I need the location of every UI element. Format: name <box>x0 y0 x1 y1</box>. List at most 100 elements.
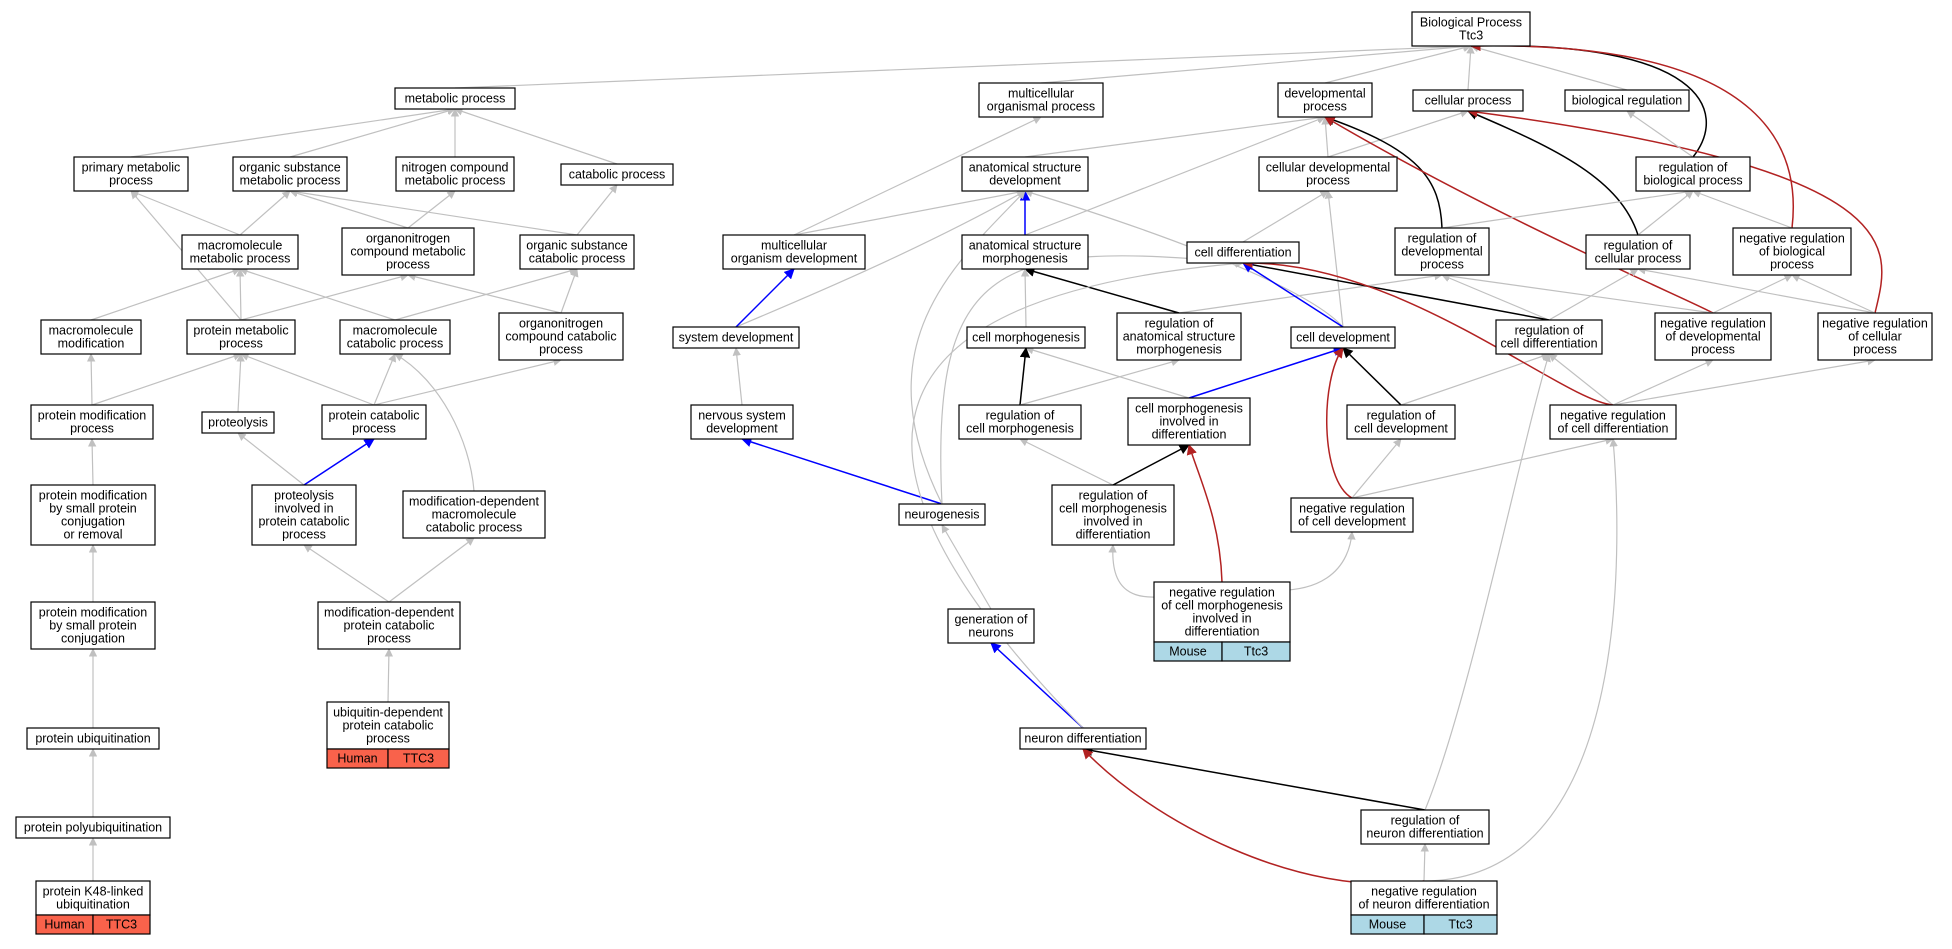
node-label-line: process <box>539 343 583 357</box>
node-label-line: neurogenesis <box>904 508 979 522</box>
node-label-line: protein polyubiquitination <box>24 821 162 835</box>
go-term-node-neuron-differentiation[interactable]: neuron differentiation <box>1019 727 1147 750</box>
go-term-node-proteolysis[interactable]: proteolysis <box>201 411 275 434</box>
edge-neurogenesis-to-anatomical_structure_development <box>910 190 1026 505</box>
node-label-line: conjugation <box>61 632 125 646</box>
edge-regulation_cell_morphogenesis-to-cell_morphogenesis <box>1019 346 1031 406</box>
edge-cellular-to-bp <box>1466 45 1475 91</box>
go-term-node-biological-regulation[interactable]: biological regulation <box>1564 89 1690 112</box>
node-box <box>30 404 154 440</box>
go-term-node-catabolic[interactable]: catabolic process <box>560 163 674 186</box>
go-term-node-cell-differentiation[interactable]: cell differentiation <box>1186 241 1300 264</box>
node-box <box>1412 89 1524 112</box>
go-term-node-neurogenesis[interactable]: neurogenesis <box>898 503 986 526</box>
node-box <box>40 319 142 355</box>
edge-regulation_cell_morphogenesis_differentiation-to-cell_morphogenesis_differentiation <box>1112 444 1190 486</box>
node-box <box>961 156 1089 192</box>
go-term-node-protein-ubiquitination[interactable]: protein ubiquitination <box>26 727 160 750</box>
edge-regulation_cell_morphogenesis_differentiation-to-regulation_cell_morphogenesis <box>1019 438 1114 486</box>
node-label-line: involved in <box>1192 612 1251 626</box>
node-box <box>1411 11 1531 47</box>
node-label-line: process <box>1306 174 1350 188</box>
go-term-node-system-development[interactable]: system development <box>672 326 800 349</box>
go-term-node-cell-development[interactable]: cell development <box>1290 326 1396 349</box>
node-box <box>181 234 299 270</box>
go-term-node-metabolic[interactable]: metabolic process <box>394 87 516 110</box>
node-label-line: catabolic process <box>529 252 626 266</box>
node-label-line: regulation of <box>986 409 1055 423</box>
edge-ubiquitin_dependent-to-modification_dependent_protein <box>384 648 394 703</box>
edge-macromolecule_modification-to-macromolecule_metabolic <box>90 267 241 321</box>
node-box <box>690 404 794 440</box>
node-label-line: regulation of <box>1391 814 1460 828</box>
edge-organonitrogen_catabolic-to-organonitrogen_metabolic <box>407 272 562 314</box>
node-label-line: compound metabolic <box>350 245 465 259</box>
node-label-line: protein catabolic <box>328 409 419 423</box>
edge-proteolysis-to-protein_metabolic <box>236 353 245 413</box>
go-term-node-cell-morphogenesis[interactable]: cell morphogenesis <box>966 326 1086 349</box>
edge-regulation_anatomical_morphogenesis-to-anatomical_structure_morphogenesis <box>1023 266 1180 314</box>
node-label-line: process <box>219 337 263 351</box>
annotation-species-label: Human <box>337 752 377 766</box>
edge-protein_metabolic-to-macromolecule_metabolic <box>235 268 245 321</box>
go-term-node-cellular[interactable]: cellular process <box>1412 89 1524 112</box>
edge-protein_metabolic-to-organonitrogen_metabolic <box>240 272 409 321</box>
go-term-node-modification-dependent-macromolecule[interactable]: modification-dependentmacromoleculecatab… <box>402 490 546 539</box>
edge-regulation_cell_differentiation-to-regulation_developmental <box>1441 274 1550 321</box>
go-term-node-protein-polyubiquitination[interactable]: protein polyubiquitination <box>15 816 171 839</box>
edge-multicellular_organism_development-to-anatomical_structure_development <box>793 188 1026 236</box>
node-label-line: ubiquitination <box>56 898 130 912</box>
node-label-line: metabolic process <box>405 174 506 188</box>
node-box <box>1051 484 1175 546</box>
node-label-line: process <box>1770 258 1814 272</box>
node-label-line: biological process <box>1643 174 1742 188</box>
edge-proteolysis_catabolic-to-protein_catabolic <box>303 438 375 486</box>
edge-macromolecule_metabolic-to-organic_substance_metabolic <box>239 190 291 236</box>
edge-regulation_neuron_differentiation-to-neuron_differentiation <box>1081 745 1426 811</box>
